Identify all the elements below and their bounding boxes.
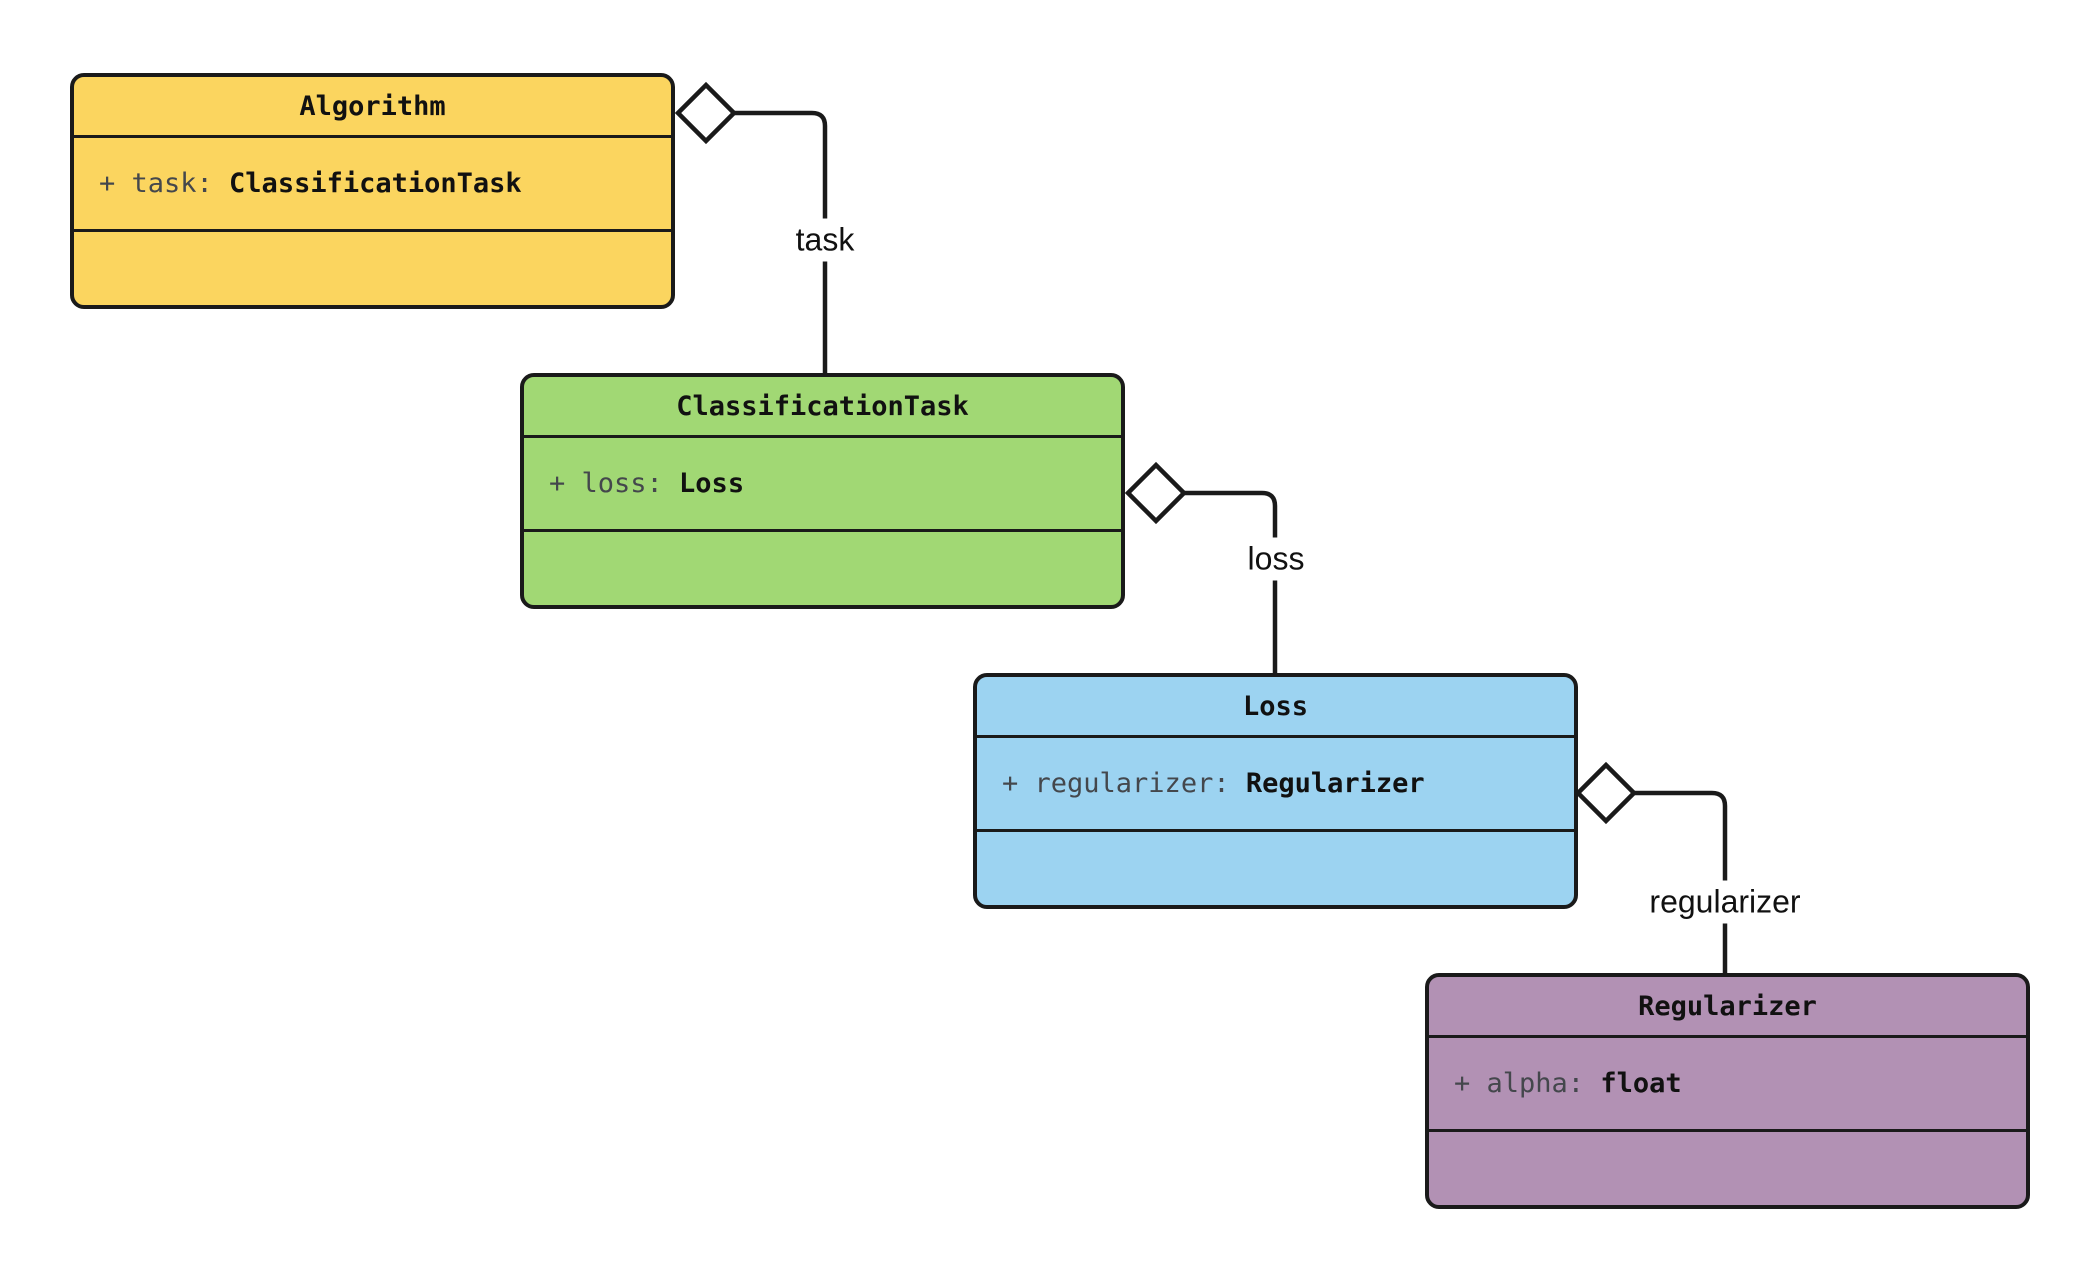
class-box-algorithm: Algorithm + task: ClassificationTask (70, 73, 675, 309)
aggregation-edge-task (674, 81, 828, 373)
attribute-visibility: + (1454, 1068, 1471, 1099)
aggregation-diamond-icon (1574, 761, 1638, 825)
edge-line-task (734, 110, 828, 373)
attribute-visibility: + (1002, 768, 1019, 799)
aggregation-edge-loss (1124, 461, 1278, 673)
class-attributes-compartment: + regularizer: Regularizer (977, 738, 1574, 832)
attribute-name: regularizer: (1034, 768, 1230, 799)
class-attributes-compartment: + task: ClassificationTask (74, 138, 671, 232)
class-title: Algorithm (74, 77, 671, 138)
class-attributes-compartment: + alpha: float (1429, 1038, 2026, 1132)
class-title: ClassificationTask (524, 377, 1121, 438)
aggregation-diamond-icon (1124, 461, 1188, 525)
aggregation-diamond-icon (674, 81, 738, 145)
edge-label-regularizer: regularizer (1642, 880, 1808, 924)
edge-line-regularizer (1634, 790, 1728, 973)
attribute-row: + loss: Loss (549, 468, 1121, 499)
class-methods-compartment (1429, 1132, 2026, 1205)
edge-label-task: task (788, 218, 862, 262)
attribute-type: ClassificationTask (229, 168, 522, 199)
class-box-classificationtask: ClassificationTask + loss: Loss (520, 373, 1125, 609)
edge-label-loss: loss (1240, 537, 1312, 581)
attribute-type: Loss (679, 468, 745, 499)
edge-line-loss (1184, 490, 1278, 673)
attribute-name: task: (131, 168, 213, 199)
attribute-row: + regularizer: Regularizer (1002, 768, 1574, 799)
attribute-name: alpha: (1486, 1068, 1585, 1099)
attribute-row: + alpha: float (1454, 1068, 2026, 1099)
class-attributes-compartment: + loss: Loss (524, 438, 1121, 532)
class-title: Regularizer (1429, 977, 2026, 1038)
aggregation-edge-regularizer (1574, 761, 1728, 973)
attribute-visibility: + (549, 468, 566, 499)
class-box-regularizer: Regularizer + alpha: float (1425, 973, 2030, 1209)
attribute-type: float (1600, 1068, 1682, 1099)
class-methods-compartment (524, 532, 1121, 605)
attribute-visibility: + (99, 168, 116, 199)
attribute-type: Regularizer (1245, 768, 1425, 799)
class-methods-compartment (74, 232, 671, 305)
class-title: Loss (977, 677, 1574, 738)
attribute-name: loss: (581, 468, 663, 499)
attribute-row: + task: ClassificationTask (99, 168, 671, 199)
class-methods-compartment (977, 832, 1574, 905)
class-box-loss: Loss + regularizer: Regularizer (973, 673, 1578, 909)
